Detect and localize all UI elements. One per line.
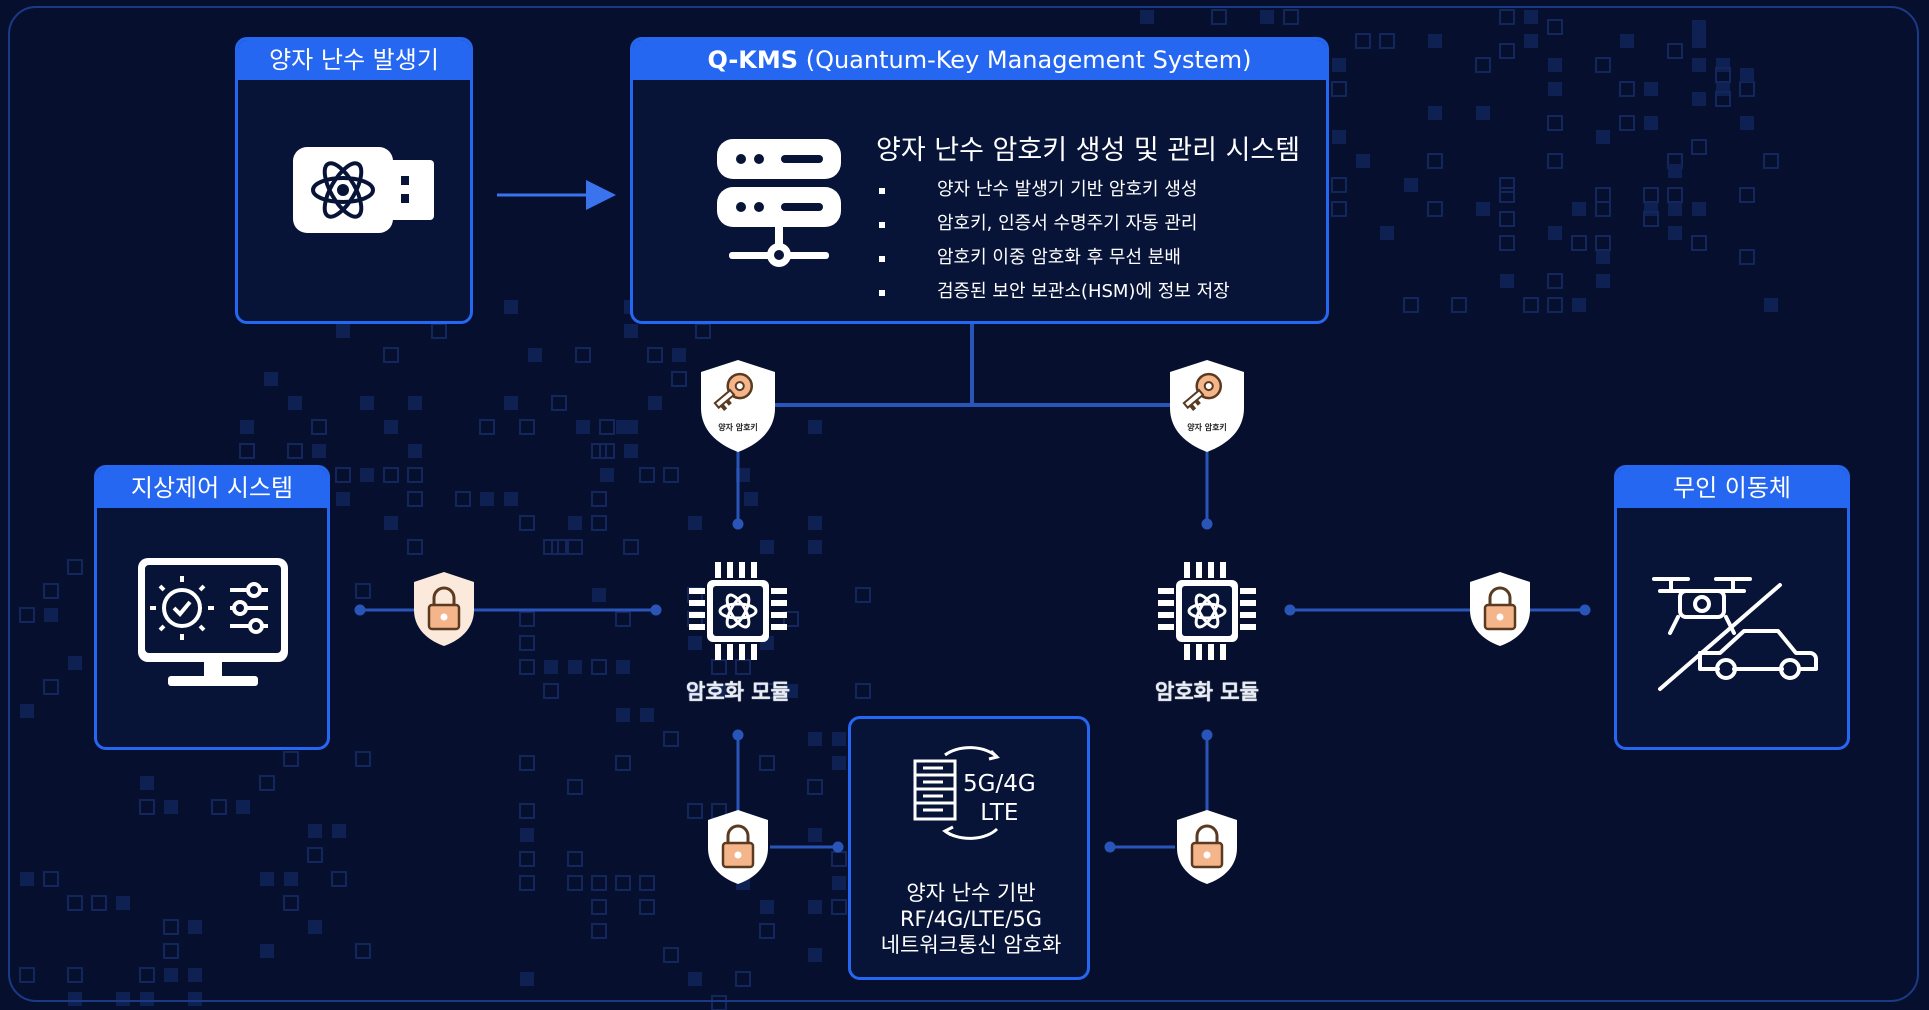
chip-atom-icon bbox=[689, 562, 787, 660]
qkms-panel-title: Q-KMS (Quantum-Key Management System) bbox=[633, 40, 1326, 80]
ground-control-title: 지상제어 시스템 bbox=[97, 468, 327, 508]
ground-control-panel: 지상제어 시스템 bbox=[94, 465, 330, 750]
drone-car-icon bbox=[1652, 577, 1818, 691]
network-caption-line: 네트워크통신 암호화 bbox=[880, 933, 1062, 957]
qkms-feature-item: 암호키 이중 암호화 후 무선 분배 bbox=[874, 241, 1230, 275]
qkms-title-full: (Quantum-Key Management System) bbox=[798, 46, 1252, 74]
qrng-panel: 양자 난수 발생기 bbox=[235, 37, 473, 324]
network-lte-line2: LTE bbox=[980, 800, 1019, 826]
qkms-panel: Q-KMS (Quantum-Key Management System) bbox=[630, 37, 1329, 324]
module-to-network-lines bbox=[732, 729, 1213, 853]
key-shield-icon: 양자 암호키 bbox=[1170, 360, 1244, 452]
monitor-gear-sliders-icon bbox=[138, 558, 288, 686]
qkms-feature-item: 양자 난수 발생기 기반 암호키 생성 bbox=[874, 173, 1230, 207]
lock-shield-icon bbox=[708, 810, 768, 884]
module-label: 암호화 모듈 bbox=[1155, 680, 1259, 704]
network-lte-label: 5G/4G LTE bbox=[963, 770, 1036, 828]
lock-shield-icon bbox=[1177, 810, 1237, 884]
key-badge-label: 양자 암호키 bbox=[718, 422, 758, 432]
server-network-icon bbox=[717, 139, 841, 267]
network-caption-line: RF/4G/LTE/5G bbox=[899, 907, 1043, 931]
key-shield-icon: 양자 암호키 bbox=[701, 360, 775, 452]
network-panel bbox=[848, 716, 1090, 980]
key-to-module-lines bbox=[732, 450, 1213, 530]
lock-shield-icon bbox=[414, 572, 474, 646]
outer-frame bbox=[8, 6, 1919, 1002]
module-label: 암호화 모듈 bbox=[686, 680, 790, 704]
server-sync-icon bbox=[913, 746, 1000, 840]
kms-distribution-lines bbox=[735, 322, 1210, 407]
unmanned-vehicle-title: 무인 이동체 bbox=[1617, 468, 1847, 508]
qkms-feature-item: 암호키, 인증서 수명주기 자동 관리 bbox=[874, 207, 1230, 241]
module-to-unmanned-line bbox=[1284, 604, 1591, 616]
usb-atom-icon bbox=[293, 147, 434, 233]
qkms-feature-list: 양자 난수 발생기 기반 암호키 생성 암호키, 인증서 수명주기 자동 관리 … bbox=[874, 173, 1230, 309]
network-caption: 양자 난수 기반 RF/4G/LTE/5G 네트워크통신 암호화 bbox=[852, 880, 1090, 958]
qkms-feature-item: 검증된 보안 보관소(HSM)에 정보 저장 bbox=[874, 275, 1230, 309]
unmanned-vehicle-panel: 무인 이동체 bbox=[1614, 465, 1850, 750]
qkms-title-acronym: Q-KMS bbox=[707, 46, 799, 74]
chip-atom-icon bbox=[1158, 562, 1256, 660]
network-caption-line: 양자 난수 기반 bbox=[906, 881, 1036, 905]
network-lte-line1: 5G/4G bbox=[963, 771, 1036, 797]
qrng-panel-title: 양자 난수 발생기 bbox=[238, 40, 470, 80]
key-badge-label: 양자 암호키 bbox=[1187, 422, 1227, 432]
ground-to-module-line bbox=[354, 604, 662, 616]
lock-shield-icon bbox=[1470, 572, 1530, 646]
qkms-heading: 양자 난수 암호키 생성 및 관리 시스템 bbox=[876, 135, 1301, 166]
